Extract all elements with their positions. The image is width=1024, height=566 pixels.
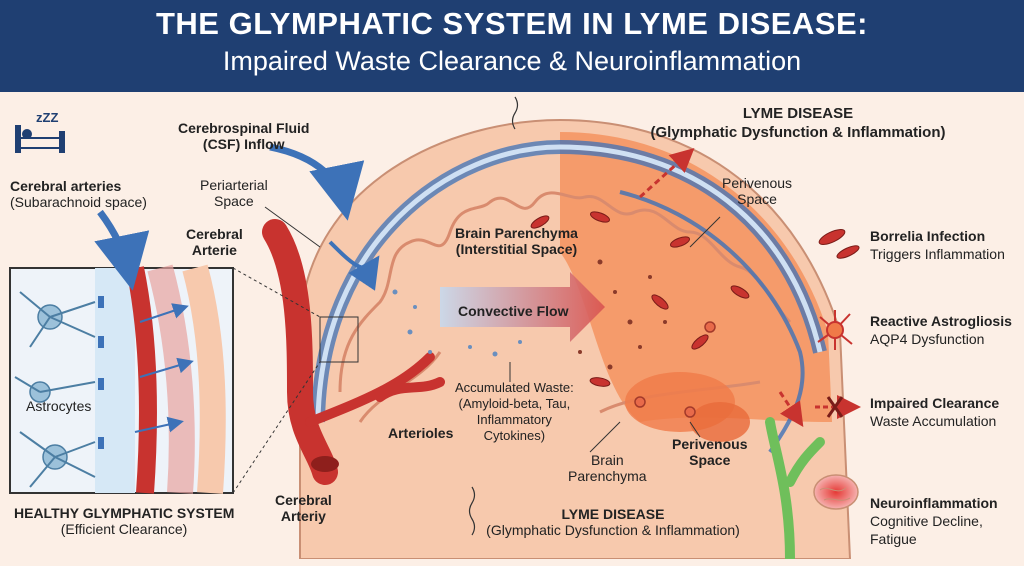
cerebral-arterie-label: Cerebral Arterie bbox=[186, 226, 243, 258]
green-vein bbox=[765, 417, 825, 559]
sleep-icon bbox=[15, 125, 65, 153]
brain-parenchyma-interstitial-label: Brain Parenchyma (Interstitial Space) bbox=[455, 225, 578, 257]
csf-inflow-label: Cerebrospinal Fluid (CSF) Inflow bbox=[178, 120, 310, 152]
cerebral-artery bbox=[262, 219, 338, 485]
healthy-system-caption: HEALTHY GLYMPHATIC SYSTEM (Efficient Cle… bbox=[14, 505, 235, 537]
lyme-disease-bottom-caption: LYME DISEASE (Glymphatic Dysfunction & I… bbox=[486, 506, 740, 538]
arterioles bbox=[305, 352, 445, 427]
accumulated-waste-label: Accumulated Waste: (Amyloid-beta, Tau, I… bbox=[455, 380, 574, 443]
cerebral-arteriy-label: Cerebral Arteriy bbox=[275, 492, 332, 524]
convective-flow-arrow bbox=[440, 272, 605, 342]
borrelia-bacteria bbox=[530, 211, 750, 387]
astrocyte-icon bbox=[817, 310, 853, 350]
waste-particles bbox=[392, 289, 522, 357]
brain-parenchyma-label: Brain Parenchyma bbox=[568, 452, 647, 484]
convective-flow-label: Convective Flow bbox=[458, 303, 569, 319]
title-banner: THE GLYMPHATIC SYSTEM IN LYME DISEASE: I… bbox=[0, 0, 1024, 92]
sleep-icon-text: zZZ bbox=[36, 110, 58, 125]
page-title: THE GLYMPHATIC SYSTEM IN LYME DISEASE: bbox=[155, 6, 868, 41]
page-subtitle: Impaired Waste Clearance & Neuroinflamma… bbox=[222, 46, 802, 76]
blocked-arrow-icon bbox=[815, 395, 861, 419]
inflamed-region bbox=[560, 132, 832, 422]
arterioles-label: Arterioles bbox=[388, 425, 454, 441]
lyme-disease-top-caption: LYME DISEASE (Glymphatic Dysfunction & I… bbox=[650, 105, 946, 141]
brain-icon bbox=[813, 474, 859, 510]
glymphatic-diagram: zZZ bbox=[9, 96, 861, 559]
astrocytes-label: Astrocytes bbox=[26, 398, 92, 414]
perivenous-space-bottom-label: Perivenous Space bbox=[672, 436, 748, 468]
outflow-arrow bbox=[638, 147, 695, 199]
perivenous-space-top-label: Perivenous Space bbox=[722, 175, 793, 207]
csf-inflow-arrow bbox=[269, 143, 365, 221]
periarterial-label: Periarterial Space bbox=[200, 177, 268, 209]
bacteria-icon bbox=[818, 229, 860, 259]
cerebral-arteries-label: Cerebral arteries (Subarachnoid space) bbox=[10, 178, 147, 210]
